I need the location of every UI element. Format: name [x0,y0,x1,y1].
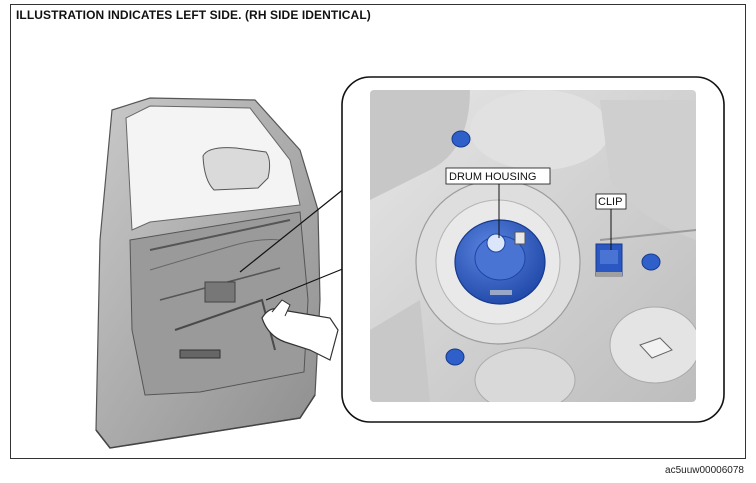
drum-housing [454,219,546,305]
clip-label: CLIP [598,196,622,208]
fastener-hole [641,253,661,271]
detail-callout: DRUM HOUSING CLIP [341,76,725,423]
drum-housing-label: DRUM HOUSING [449,171,536,183]
callout-leader [239,187,346,301]
figure-id: ac5uuw00006078 [665,465,744,476]
hand-illustration [261,299,339,361]
clip [595,243,623,277]
fastener-hole [445,348,465,366]
fastener-hole [451,130,471,148]
figure-caption: ILLUSTRATION INDICATES LEFT SIDE. (RH SI… [16,8,371,22]
door-assembly [95,97,321,449]
